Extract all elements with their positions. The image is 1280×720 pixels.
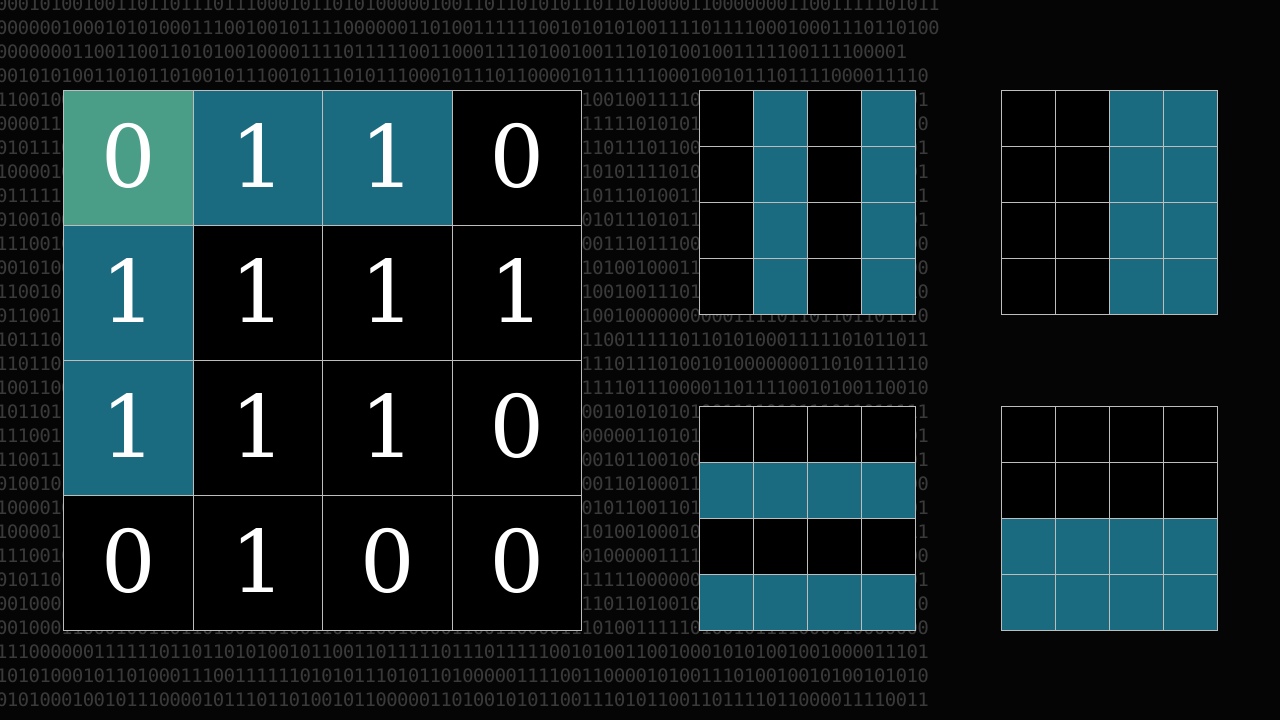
binary-text-line: 0101000100101110000101110110100101100000… bbox=[0, 689, 929, 711]
pattern-cell bbox=[861, 462, 916, 519]
matrix-cell: 0 bbox=[451, 90, 582, 226]
pattern-cell bbox=[1109, 462, 1164, 519]
pattern-cell bbox=[699, 406, 754, 463]
pattern-cell bbox=[1163, 574, 1218, 631]
pattern-cell bbox=[1163, 90, 1218, 147]
pattern-cell bbox=[1001, 202, 1056, 259]
pattern-cell bbox=[753, 518, 808, 575]
pattern-cell bbox=[1055, 258, 1110, 315]
pattern-grid-rows-2-4 bbox=[699, 406, 916, 631]
pattern-cell bbox=[807, 574, 862, 631]
pattern-cell bbox=[753, 574, 808, 631]
pattern-cell bbox=[1055, 90, 1110, 147]
matrix-cell: 0 bbox=[63, 90, 194, 226]
matrix-cell: 1 bbox=[192, 225, 323, 361]
pattern-cell bbox=[807, 258, 862, 315]
pattern-cell bbox=[1001, 258, 1056, 315]
binary-text-line: 1110000001111110110110101001011001101111… bbox=[0, 641, 929, 663]
pattern-cell bbox=[699, 574, 754, 631]
pattern-cell bbox=[807, 146, 862, 203]
pattern-cell bbox=[699, 146, 754, 203]
pattern-cell bbox=[1055, 518, 1110, 575]
pattern-cell bbox=[1001, 518, 1056, 575]
pattern-cell bbox=[861, 518, 916, 575]
pattern-cell bbox=[1001, 146, 1056, 203]
matrix-cell: 1 bbox=[63, 225, 194, 361]
pattern-cell bbox=[1163, 462, 1218, 519]
pattern-cell bbox=[807, 90, 862, 147]
matrix-cell: 1 bbox=[451, 225, 582, 361]
pattern-cell bbox=[753, 146, 808, 203]
pattern-grid-rows-3-4 bbox=[1001, 406, 1218, 631]
pattern-cell bbox=[699, 258, 754, 315]
pattern-cell bbox=[861, 258, 916, 315]
binary-text-line: 0001010010011011011101110001011010100000… bbox=[0, 0, 940, 15]
pattern-cell bbox=[1001, 406, 1056, 463]
pattern-cell bbox=[1163, 406, 1218, 463]
pattern-cell bbox=[753, 406, 808, 463]
pattern-cell bbox=[699, 462, 754, 519]
pattern-cell bbox=[753, 202, 808, 259]
matrix-cell: 0 bbox=[63, 495, 194, 631]
matrix-cell: 1 bbox=[192, 360, 323, 496]
pattern-cell bbox=[1055, 462, 1110, 519]
pattern-cell bbox=[1109, 202, 1164, 259]
matrix-cell: 1 bbox=[63, 360, 194, 496]
pattern-cell bbox=[699, 202, 754, 259]
pattern-cell bbox=[699, 518, 754, 575]
pattern-grid-columns-2-4 bbox=[699, 90, 916, 315]
pattern-cell bbox=[753, 258, 808, 315]
matrix-cell: 0 bbox=[322, 495, 453, 631]
pattern-cell bbox=[1055, 574, 1110, 631]
pattern-cell bbox=[1001, 90, 1056, 147]
pattern-cell bbox=[861, 574, 916, 631]
pattern-cell bbox=[753, 462, 808, 519]
pattern-cell bbox=[807, 518, 862, 575]
matrix-cell: 1 bbox=[192, 495, 323, 631]
binary-text-line: 0000001000101010001110010010111100000011… bbox=[0, 17, 940, 39]
pattern-cell bbox=[1163, 518, 1218, 575]
pattern-cell bbox=[1163, 202, 1218, 259]
pattern-cell bbox=[1163, 258, 1218, 315]
matrix-cell: 0 bbox=[451, 360, 582, 496]
pattern-cell bbox=[1055, 202, 1110, 259]
matrix-cell: 1 bbox=[192, 90, 323, 226]
matrix-cell: 1 bbox=[322, 360, 453, 496]
pattern-cell bbox=[1163, 146, 1218, 203]
pattern-grid-columns-3-4 bbox=[1001, 90, 1218, 315]
pattern-cell bbox=[1109, 406, 1164, 463]
pattern-cell bbox=[861, 406, 916, 463]
pattern-cell bbox=[807, 406, 862, 463]
pattern-cell bbox=[699, 90, 754, 147]
pattern-cell bbox=[1055, 146, 1110, 203]
pattern-cell bbox=[861, 202, 916, 259]
binary-text-line: 0000000110011001101010010000111101111100… bbox=[0, 41, 907, 63]
matrix-cell: 0 bbox=[451, 495, 582, 631]
pattern-cell bbox=[1109, 146, 1164, 203]
pattern-cell bbox=[1109, 518, 1164, 575]
pattern-cell bbox=[1109, 258, 1164, 315]
pattern-cell bbox=[861, 146, 916, 203]
pattern-cell bbox=[861, 90, 916, 147]
pattern-cell bbox=[1055, 406, 1110, 463]
pattern-cell bbox=[1109, 574, 1164, 631]
pattern-cell bbox=[1109, 90, 1164, 147]
pattern-cell bbox=[807, 462, 862, 519]
matrix-cell: 1 bbox=[322, 225, 453, 361]
binary-text-line: 1010100010110100011100111111010101110101… bbox=[0, 665, 929, 687]
pattern-cell bbox=[807, 202, 862, 259]
pattern-cell bbox=[1001, 574, 1056, 631]
pattern-cell bbox=[753, 90, 808, 147]
matrix-cell: 1 bbox=[322, 90, 453, 226]
binary-text-line: 0010101001101011010010111001011101011100… bbox=[0, 65, 929, 87]
pattern-cell bbox=[1001, 462, 1056, 519]
